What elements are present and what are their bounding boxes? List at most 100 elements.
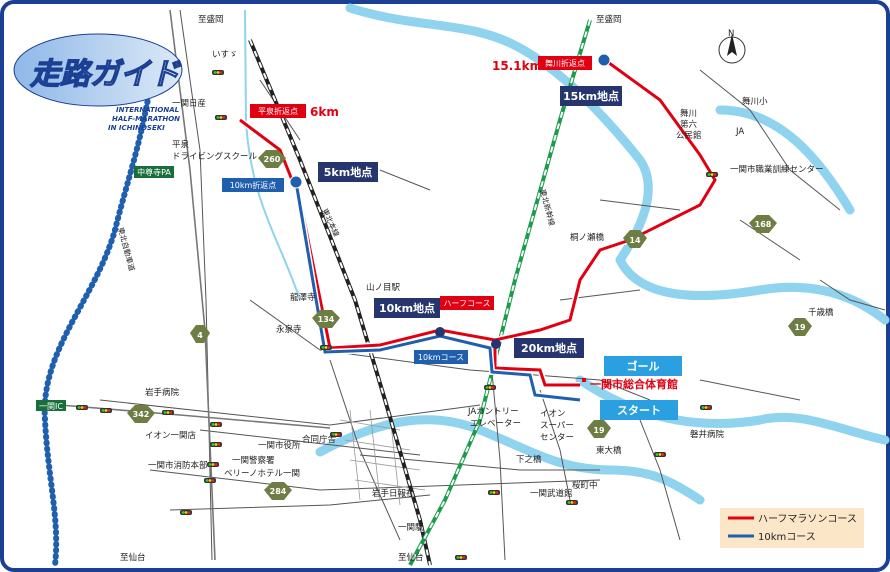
title-logo: 走路ガイド INTERNATIONAL HALF-MARATHON IN ICH… <box>13 33 183 132</box>
route-342-shield: 342 <box>127 405 155 423</box>
to-sendai-mid: 至仙台 <box>398 552 424 563</box>
svg-text:スタート: スタート <box>617 404 661 417</box>
title-main: 走路ガイド <box>29 57 182 92</box>
ja-country-label1: JAカントリー <box>467 407 519 417</box>
svg-text:10kmコース: 10kmコース <box>418 353 464 362</box>
isuzu-label: いすゞ <box>212 50 238 60</box>
kunren-center-label: 一関市職業訓練センター <box>730 164 824 175</box>
turnaround-icon <box>289 175 303 189</box>
route-4-shield: 4 <box>190 325 210 343</box>
ichinoseki-ic-sign: 一関IC <box>36 400 66 411</box>
to-morioka-right: 至盛岡 <box>596 14 622 25</box>
svg-text:260: 260 <box>264 155 281 164</box>
svg-text:15.1km: 15.1km <box>492 59 542 73</box>
title-sub1: INTERNATIONAL <box>116 106 179 114</box>
chitose-bridge-label: 千歳橋 <box>808 307 834 318</box>
svg-text:20km地点: 20km地点 <box>521 341 577 355</box>
compass-icon: N <box>718 29 746 64</box>
svg-text:168: 168 <box>755 220 772 229</box>
iwate-hospital-label: 岩手病院 <box>145 387 180 398</box>
route-134-shield: 134 <box>312 310 340 328</box>
svg-text:4: 4 <box>197 331 203 340</box>
ichinoseki-nissan-label: 一関日産 <box>172 98 206 109</box>
place-labels: 至盛岡 至盛岡 至仙台 至仙台 いすゞ 一関日産 平泉 ドライビングスクール 山… <box>120 14 834 563</box>
legend-half: ハーフマラソンコース <box>758 513 857 525</box>
svg-text:19: 19 <box>794 323 806 332</box>
maikawa-koumin-label3: 公民館 <box>676 130 702 141</box>
rinzoji-label: 龍澤寺 <box>290 292 316 303</box>
svg-text:舞川折返点: 舞川折返点 <box>545 58 585 68</box>
start-sign: スタート <box>600 400 678 420</box>
svg-text:6km: 6km <box>310 105 339 119</box>
svg-text:284: 284 <box>270 487 287 496</box>
marker-half-course: ハーフコース <box>440 296 494 310</box>
svg-text:平泉折返点: 平泉折返点 <box>258 106 298 116</box>
ten-km-course <box>293 181 581 403</box>
route-284-shield: 284 <box>264 482 292 500</box>
police-label: 一関警察署 <box>232 455 275 466</box>
river-thin-left <box>244 9 301 301</box>
title-sub2: HALF-MARATHON <box>112 115 180 123</box>
marker-15km: 15km地点 <box>560 86 622 106</box>
godo-chosha-label: 合同庁舎 <box>302 434 337 445</box>
svg-text:14: 14 <box>629 236 641 245</box>
svg-text:ハーフコース: ハーフコース <box>443 299 490 308</box>
aeon-super-label3: センター <box>540 433 574 443</box>
yamanome-station-label: 山ノ目駅 <box>366 282 401 293</box>
maikawa-koumin-label2: 第六 <box>680 119 698 130</box>
svg-text:342: 342 <box>133 410 150 419</box>
sakuramachi-label: 桜町中 <box>572 480 598 491</box>
svg-text:10km地点: 10km地点 <box>379 301 435 315</box>
cityhall-label: 一関市役所 <box>258 440 301 451</box>
marker-15-1km: 15.1km 舞川折返点 <box>492 53 611 73</box>
marker-20km: 20km地点 <box>491 338 584 358</box>
svg-text:ゴール: ゴール <box>627 359 660 373</box>
minor-roads <box>99 9 886 561</box>
svg-text:19: 19 <box>593 426 605 435</box>
marker-hiraizumi-turn: 平泉折返点 6km <box>250 104 339 119</box>
to-sendai-left: 至仙台 <box>120 552 146 563</box>
aeon-super-label1: イオン <box>540 409 566 419</box>
route-shields: 4 14 19 19 134 168 260 284 342 <box>127 150 812 500</box>
kirinose-bridge-label: 桐ノ瀬橋 <box>570 232 605 243</box>
marker-5km: 5km地点 <box>318 162 378 182</box>
eisenji-label: 永泉寺 <box>276 324 302 335</box>
shimonohashi-label: 下之橋 <box>516 454 542 465</box>
route-19-shield-a: 19 <box>788 318 812 336</box>
svg-text:15km地点: 15km地点 <box>563 89 619 103</box>
marker-10km: 10km地点 <box>374 298 445 337</box>
gym-label: 一関市総合体育館 <box>582 377 678 391</box>
higashiohashi-label: 東大橋 <box>596 445 622 456</box>
to-morioka-left: 至盛岡 <box>198 14 224 25</box>
legend: ハーフマラソンコース 10kmコース <box>720 508 864 548</box>
ichinoseki-station-label: 一関駅 <box>398 523 424 533</box>
aeon-super-label2: スーパー <box>540 421 574 431</box>
iwate-nippo-label: 岩手日報社 <box>372 488 415 499</box>
svg-text:10km折返点: 10km折返点 <box>230 180 277 190</box>
svg-text:一関IC: 一関IC <box>39 402 63 411</box>
budokan-label: 一関武道館 <box>530 488 573 499</box>
route-19-shield-b: 19 <box>587 420 611 438</box>
svg-text:5km地点: 5km地点 <box>324 165 372 179</box>
route-14-shield: 14 <box>623 230 647 248</box>
ja-country-label2: エレベーター <box>470 419 521 429</box>
hotel-label: ベリーノホテル一関 <box>224 469 300 479</box>
iwai-hospital-label: 磐井病院 <box>690 429 725 440</box>
route-168-shield: 168 <box>749 215 777 233</box>
title-sub3: IN ICHINOSEKI <box>108 124 165 132</box>
tohoku-expressway <box>41 57 158 568</box>
turnaround-icon <box>597 53 611 67</box>
hiraizumi-label: 平泉 <box>172 139 190 150</box>
svg-text:中尊寺PA: 中尊寺PA <box>137 167 171 177</box>
driving-school-label: ドライビングスクール <box>172 151 258 162</box>
maikawa-sho-label: 舞川小 <box>742 96 768 107</box>
route-260-shield: 260 <box>258 150 286 168</box>
svg-text:N: N <box>728 29 734 39</box>
svg-text:134: 134 <box>318 315 335 324</box>
aeon-ichinoseki-label: イオン一関店 <box>145 430 197 441</box>
town-grid <box>339 409 426 506</box>
marker-10km-turn: 10km折返点 <box>222 175 303 192</box>
maikawa-koumin-label1: 舞川 <box>680 108 697 119</box>
